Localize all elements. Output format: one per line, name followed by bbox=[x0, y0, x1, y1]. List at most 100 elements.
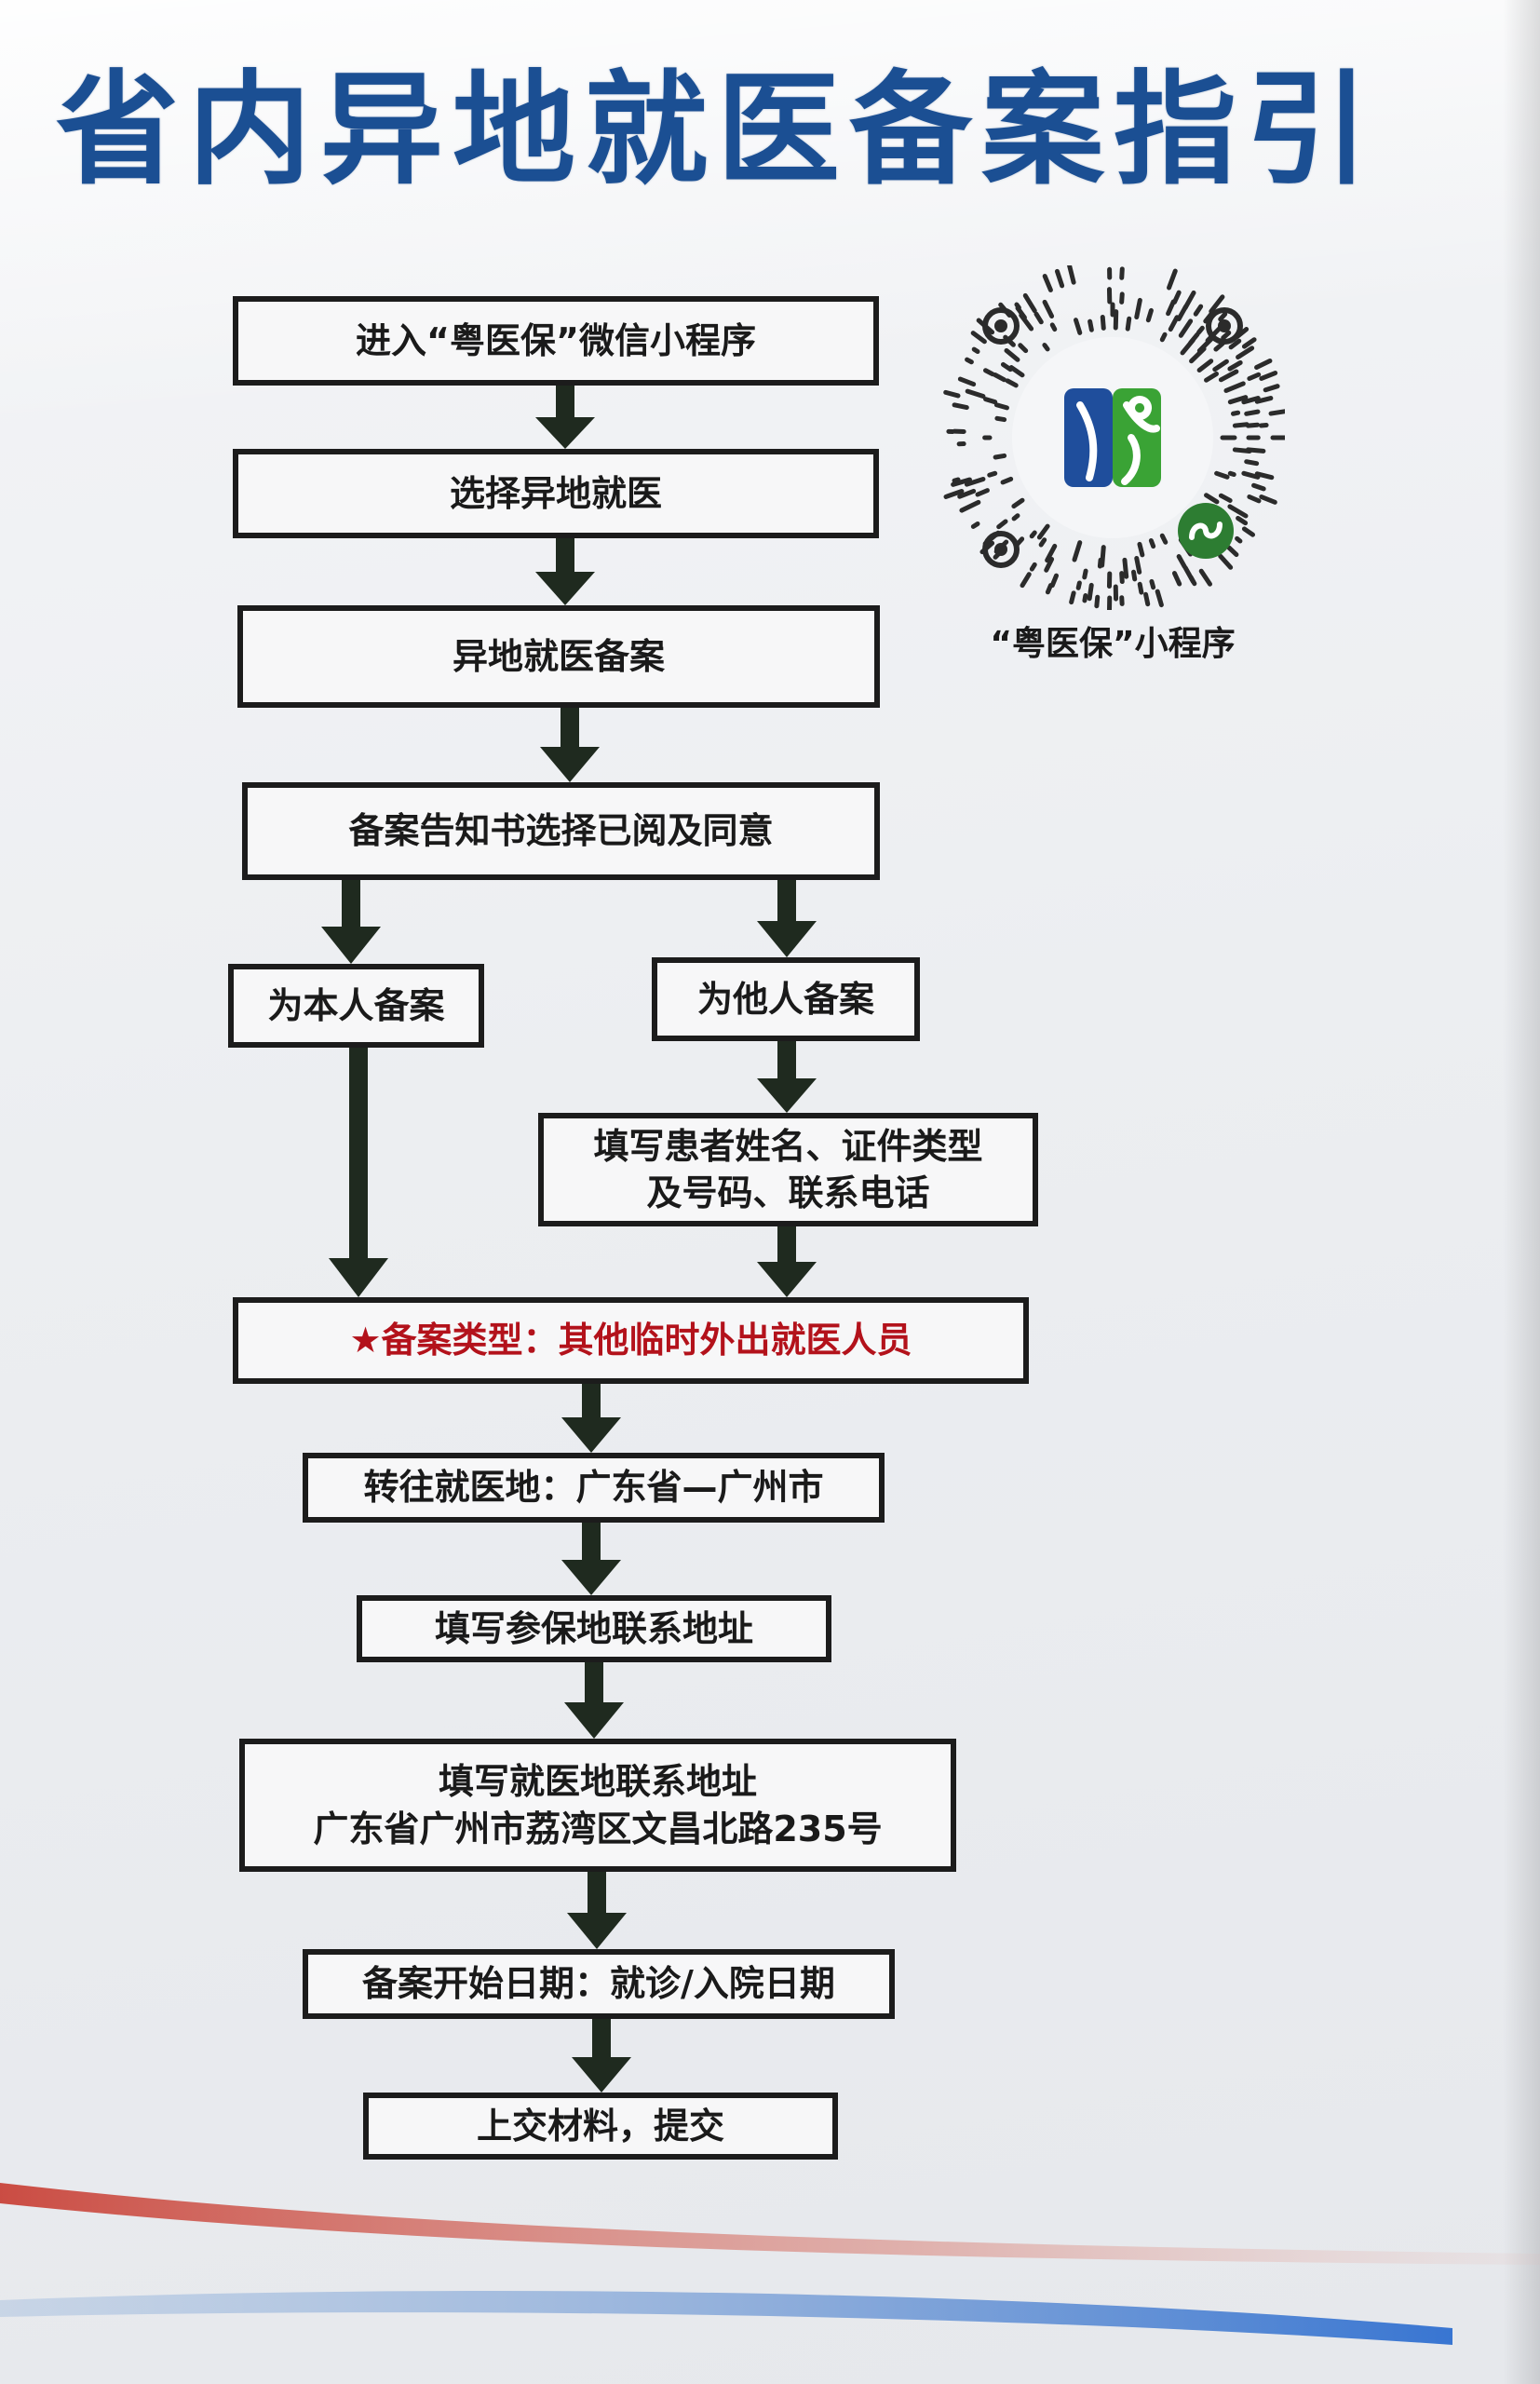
code-dot bbox=[1218, 553, 1234, 570]
arrow-down-icon bbox=[318, 880, 384, 964]
code-dot bbox=[1049, 322, 1058, 332]
step-enter-mini-program: 进入“粤医保”微信小程序 bbox=[233, 296, 879, 386]
code-dot bbox=[1168, 315, 1180, 332]
code-dot bbox=[1209, 294, 1225, 314]
code-dot bbox=[1244, 409, 1261, 416]
code-dot bbox=[1182, 290, 1196, 310]
poster-edge-shadow bbox=[1503, 0, 1540, 2384]
code-dot bbox=[1029, 562, 1037, 572]
code-dot bbox=[1004, 347, 1020, 362]
code-dot bbox=[965, 357, 974, 365]
branch-others-filing: 为他人备案 bbox=[652, 957, 920, 1041]
code-dot bbox=[1204, 371, 1219, 383]
page-title: 省内异地就医备案指引 bbox=[56, 59, 1378, 202]
step-submit: 上交材料，提交 bbox=[363, 2093, 838, 2160]
code-dot bbox=[1067, 263, 1076, 285]
code-dot bbox=[1011, 513, 1020, 522]
step-label: 进入“粤医保”微信小程序 bbox=[356, 319, 756, 361]
finder-eye-dot bbox=[994, 543, 1007, 556]
code-dot bbox=[1033, 311, 1044, 325]
step-label: 异地就医备案 bbox=[452, 635, 665, 677]
code-dot bbox=[1097, 557, 1103, 569]
code-dot bbox=[1014, 302, 1021, 310]
code-dot bbox=[1176, 554, 1187, 569]
code-dot bbox=[987, 470, 998, 478]
code-dot bbox=[1213, 341, 1225, 352]
step-label: 转往就医地：广东省—广州市 bbox=[363, 1467, 824, 1509]
code-dot bbox=[1171, 571, 1182, 587]
code-dot bbox=[1011, 497, 1025, 509]
code-dot bbox=[1254, 396, 1274, 404]
step-agree-notice: 备案告知书选择已阅及同意 bbox=[242, 782, 880, 880]
code-dot bbox=[957, 488, 977, 499]
code-dot bbox=[1000, 361, 1013, 372]
code-dot bbox=[1204, 493, 1220, 505]
finder-eye bbox=[1206, 307, 1243, 345]
code-dot bbox=[1223, 381, 1246, 393]
code-dot bbox=[1226, 545, 1239, 558]
code-dot bbox=[1241, 470, 1261, 480]
code-dot bbox=[951, 477, 972, 487]
step-select-remote-medical: 选择异地就医 bbox=[233, 449, 879, 538]
code-dot bbox=[1018, 343, 1029, 354]
code-dot bbox=[1119, 266, 1125, 280]
code-dot bbox=[1167, 268, 1178, 291]
code-dot bbox=[1029, 530, 1037, 539]
code-dot bbox=[1069, 590, 1076, 605]
code-dot bbox=[993, 453, 1007, 460]
code-dot bbox=[952, 477, 961, 483]
step-label-line2: 及号码、联系电话 bbox=[646, 1172, 930, 1213]
code-dot bbox=[957, 376, 977, 387]
code-dot bbox=[970, 331, 987, 345]
code-dot bbox=[1082, 593, 1088, 603]
code-dot bbox=[1137, 541, 1145, 558]
code-dot bbox=[1254, 471, 1275, 481]
code-dot bbox=[1036, 523, 1050, 540]
code-dot bbox=[1218, 493, 1233, 503]
code-dot bbox=[1241, 396, 1261, 405]
code-dot bbox=[1125, 316, 1132, 332]
code-dot bbox=[1196, 359, 1214, 373]
code-dot bbox=[1247, 372, 1262, 382]
code-dot bbox=[971, 346, 980, 355]
step-insured-address: 填写参保地联系地址 bbox=[357, 1595, 831, 1662]
arrow-down-icon bbox=[559, 1384, 624, 1453]
wechat-mini-program-code-icon bbox=[943, 263, 1292, 613]
code-dot bbox=[1236, 516, 1249, 526]
code-dot bbox=[983, 397, 998, 405]
code-dot bbox=[1042, 343, 1050, 352]
step-label: 备案告知书选择已阅及同意 bbox=[348, 810, 774, 852]
code-dot bbox=[1075, 580, 1082, 590]
arrow-down-icon bbox=[569, 2019, 634, 2093]
step-medical-address: 填写就医地联系地址 广东省广州市荔湾区文昌北路235号 bbox=[239, 1739, 956, 1872]
step-filing-type: ★备案类型：其他临时外出就医人员 bbox=[233, 1297, 1029, 1384]
step-label: 为他人备案 bbox=[696, 978, 874, 1020]
code-dot bbox=[1087, 582, 1094, 602]
code-dot bbox=[1171, 290, 1182, 305]
finder-eye-dot bbox=[1218, 319, 1231, 332]
code-dot bbox=[1232, 422, 1250, 428]
code-dot bbox=[1235, 535, 1243, 544]
code-dot bbox=[1259, 371, 1278, 381]
code-dot bbox=[1212, 359, 1229, 372]
code-dot bbox=[1263, 384, 1280, 393]
step-remote-medical-filing: 异地就医备案 bbox=[237, 605, 880, 708]
code-dot bbox=[1042, 299, 1055, 318]
code-dot bbox=[1143, 591, 1151, 607]
code-dot bbox=[1218, 369, 1239, 383]
arrow-down-icon bbox=[754, 880, 819, 957]
code-dot bbox=[1241, 337, 1257, 349]
code-dot bbox=[1196, 325, 1205, 335]
code-dot bbox=[1020, 572, 1032, 589]
code-dot bbox=[1245, 447, 1266, 454]
arrow-down-icon bbox=[559, 1523, 624, 1595]
code-dot bbox=[1134, 555, 1142, 575]
finder-eye bbox=[982, 531, 1020, 568]
code-dot bbox=[1159, 533, 1169, 545]
step-label-line1: 填写就医地联系地址 bbox=[438, 1761, 757, 1803]
code-dot bbox=[1218, 311, 1228, 322]
code-dot bbox=[1214, 470, 1230, 480]
arrow-down-icon bbox=[754, 1226, 819, 1297]
code-dot bbox=[1245, 422, 1261, 428]
arrow-down-long-icon bbox=[326, 1048, 391, 1297]
